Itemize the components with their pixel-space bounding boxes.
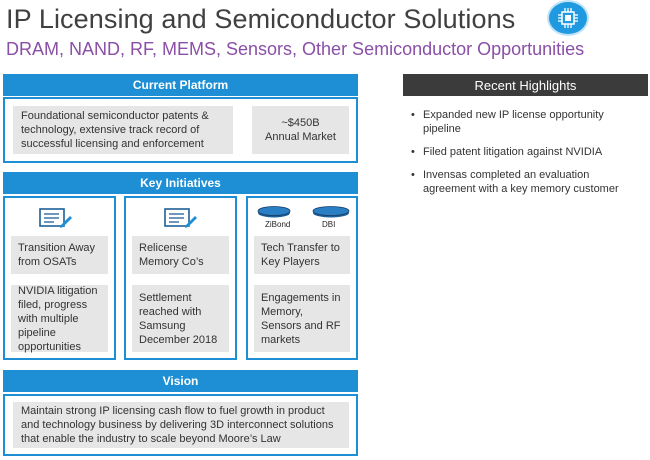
- list-item: • Filed patent litigation against NVIDIA: [411, 145, 641, 159]
- initiative-title: Tech Transfer to Key Players: [254, 236, 350, 274]
- dbi-label: DBI: [322, 220, 336, 229]
- license-card-icon: [164, 208, 197, 228]
- initiative-column-2: Relicense Memory Co’s Settlement reached…: [124, 196, 237, 360]
- key-initiatives-header: Key Initiatives: [3, 172, 358, 194]
- license-card-icon: [39, 208, 72, 228]
- bullet-icon: •: [411, 109, 415, 121]
- page-subtitle: DRAM, NAND, RF, MEMS, Sensors, Other Sem…: [6, 39, 585, 59]
- initiative-column-3: ZiBond DBI Tech Transfer to Key Players …: [246, 196, 358, 360]
- current-platform-header: Current Platform: [3, 74, 358, 96]
- page-title: IP Licensing and Semiconductor Solutions: [6, 4, 516, 34]
- wafer-disk-icon: [257, 206, 291, 218]
- recent-highlights-list: • Expanded new IP license opportunity pip…: [411, 108, 641, 205]
- chip-icon: [558, 8, 578, 28]
- initiative-title: Relicense Memory Co’s: [132, 236, 229, 274]
- initiative-detail: NVIDIA litigation filed, progress with m…: [11, 285, 108, 353]
- vision-header: Vision: [3, 370, 358, 392]
- market-size-box: ~$450B Annual Market: [252, 106, 349, 154]
- market-size-value: ~$450B: [281, 117, 320, 129]
- list-item: • Invensas completed an evaluation agreem…: [411, 168, 641, 196]
- zibond-label: ZiBond: [265, 220, 291, 229]
- market-size-label: Annual Market: [265, 131, 336, 143]
- highlight-text: Invensas completed an evaluation agreeme…: [423, 169, 619, 195]
- bullet-icon: •: [411, 169, 415, 181]
- wafer-disk-icon: [312, 206, 350, 218]
- platform-description: Foundational semiconductor patents & tec…: [13, 106, 233, 154]
- highlight-text: Expanded new IP license opportunity pipe…: [423, 109, 604, 135]
- initiative-title: Transition Away from OSATs: [11, 236, 108, 274]
- highlight-text: Filed patent litigation against NVIDIA: [423, 146, 603, 158]
- chip-badge: [547, 0, 589, 36]
- initiative-column-1: Transition Away from OSATs NVIDIA litiga…: [3, 196, 116, 360]
- initiative-detail: Settlement reached with Samsung December…: [132, 285, 229, 352]
- recent-highlights-header: Recent Highlights: [403, 74, 648, 96]
- initiative-detail: Engagements in Memory, Sensors and RF ma…: [254, 285, 350, 352]
- bullet-icon: •: [411, 146, 415, 158]
- vision-panel: Maintain strong IP licensing cash flow t…: [3, 394, 358, 456]
- vision-text: Maintain strong IP licensing cash flow t…: [13, 402, 349, 448]
- current-platform-panel: Foundational semiconductor patents & tec…: [3, 97, 358, 163]
- list-item: • Expanded new IP license opportunity pip…: [411, 108, 641, 136]
